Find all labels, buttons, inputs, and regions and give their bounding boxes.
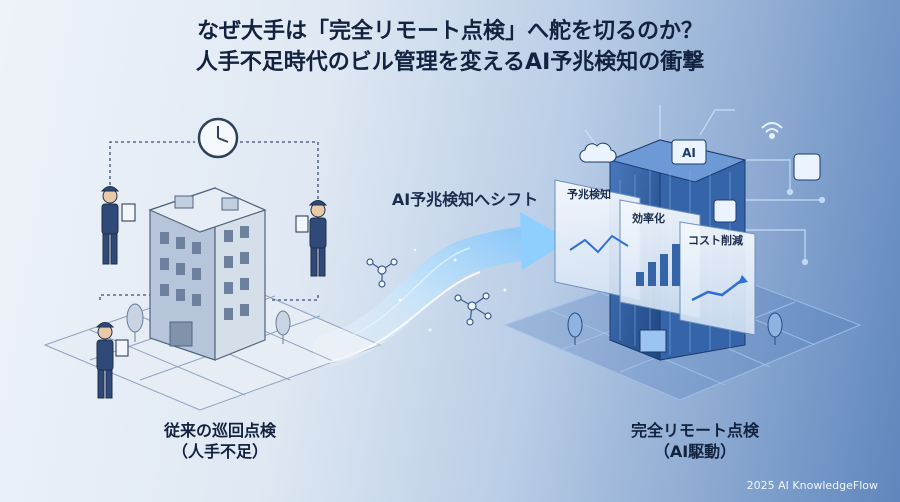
wifi-icon xyxy=(761,122,783,139)
dashboard-panels xyxy=(554,179,756,336)
traditional-inspection-label: 従来の巡回点検 （人手不足） xyxy=(120,420,320,462)
clock-icon xyxy=(197,117,239,159)
left-label-line-1: 従来の巡回点検 xyxy=(163,421,276,440)
tree-icon xyxy=(126,303,291,344)
right-label-line-1: 完全リモート点検 xyxy=(630,421,759,440)
worker-icon xyxy=(295,200,328,277)
sparkles xyxy=(398,248,507,332)
title-line-2: 人手不足時代のビル管理を変えるAI予兆検知の衝撃 xyxy=(195,50,705,75)
network-node-icon xyxy=(454,292,492,326)
ai-chip-icon xyxy=(671,139,707,165)
network-node-icon xyxy=(366,258,398,288)
remote-inspection-label: 完全リモート点検 （AI駆動） xyxy=(580,420,810,462)
panel-label-efficiency: 効率化 xyxy=(632,211,665,225)
worker-icon xyxy=(95,322,129,399)
inspection-loop xyxy=(99,141,319,301)
credit-text: 2025 AI KnowledgeFlow xyxy=(746,479,878,492)
shift-arrow xyxy=(313,212,570,367)
traditional-building xyxy=(148,187,267,361)
page-title: なぜ大手は「完全リモート点検」へ舵を切るのか？ 人手不足時代のビル管理を変えるA… xyxy=(0,16,900,78)
panel-label-prediction: 予兆検知 xyxy=(567,187,611,201)
title-line-1: なぜ大手は「完全リモート点検」へ舵を切るのか？ xyxy=(196,19,703,44)
left-label-line-2: （人手不足） xyxy=(171,442,268,461)
panel-label-cost: コスト削減 xyxy=(688,233,743,247)
right-label-line-2: （AI駆動） xyxy=(653,442,737,461)
cloud-icon xyxy=(579,142,617,163)
shift-label: AI予兆検知へシフト xyxy=(391,190,539,209)
worker-icon xyxy=(100,186,136,265)
tree-icon xyxy=(567,312,783,345)
chip-label: AI xyxy=(682,146,696,160)
ai-chip-icon xyxy=(713,153,821,223)
